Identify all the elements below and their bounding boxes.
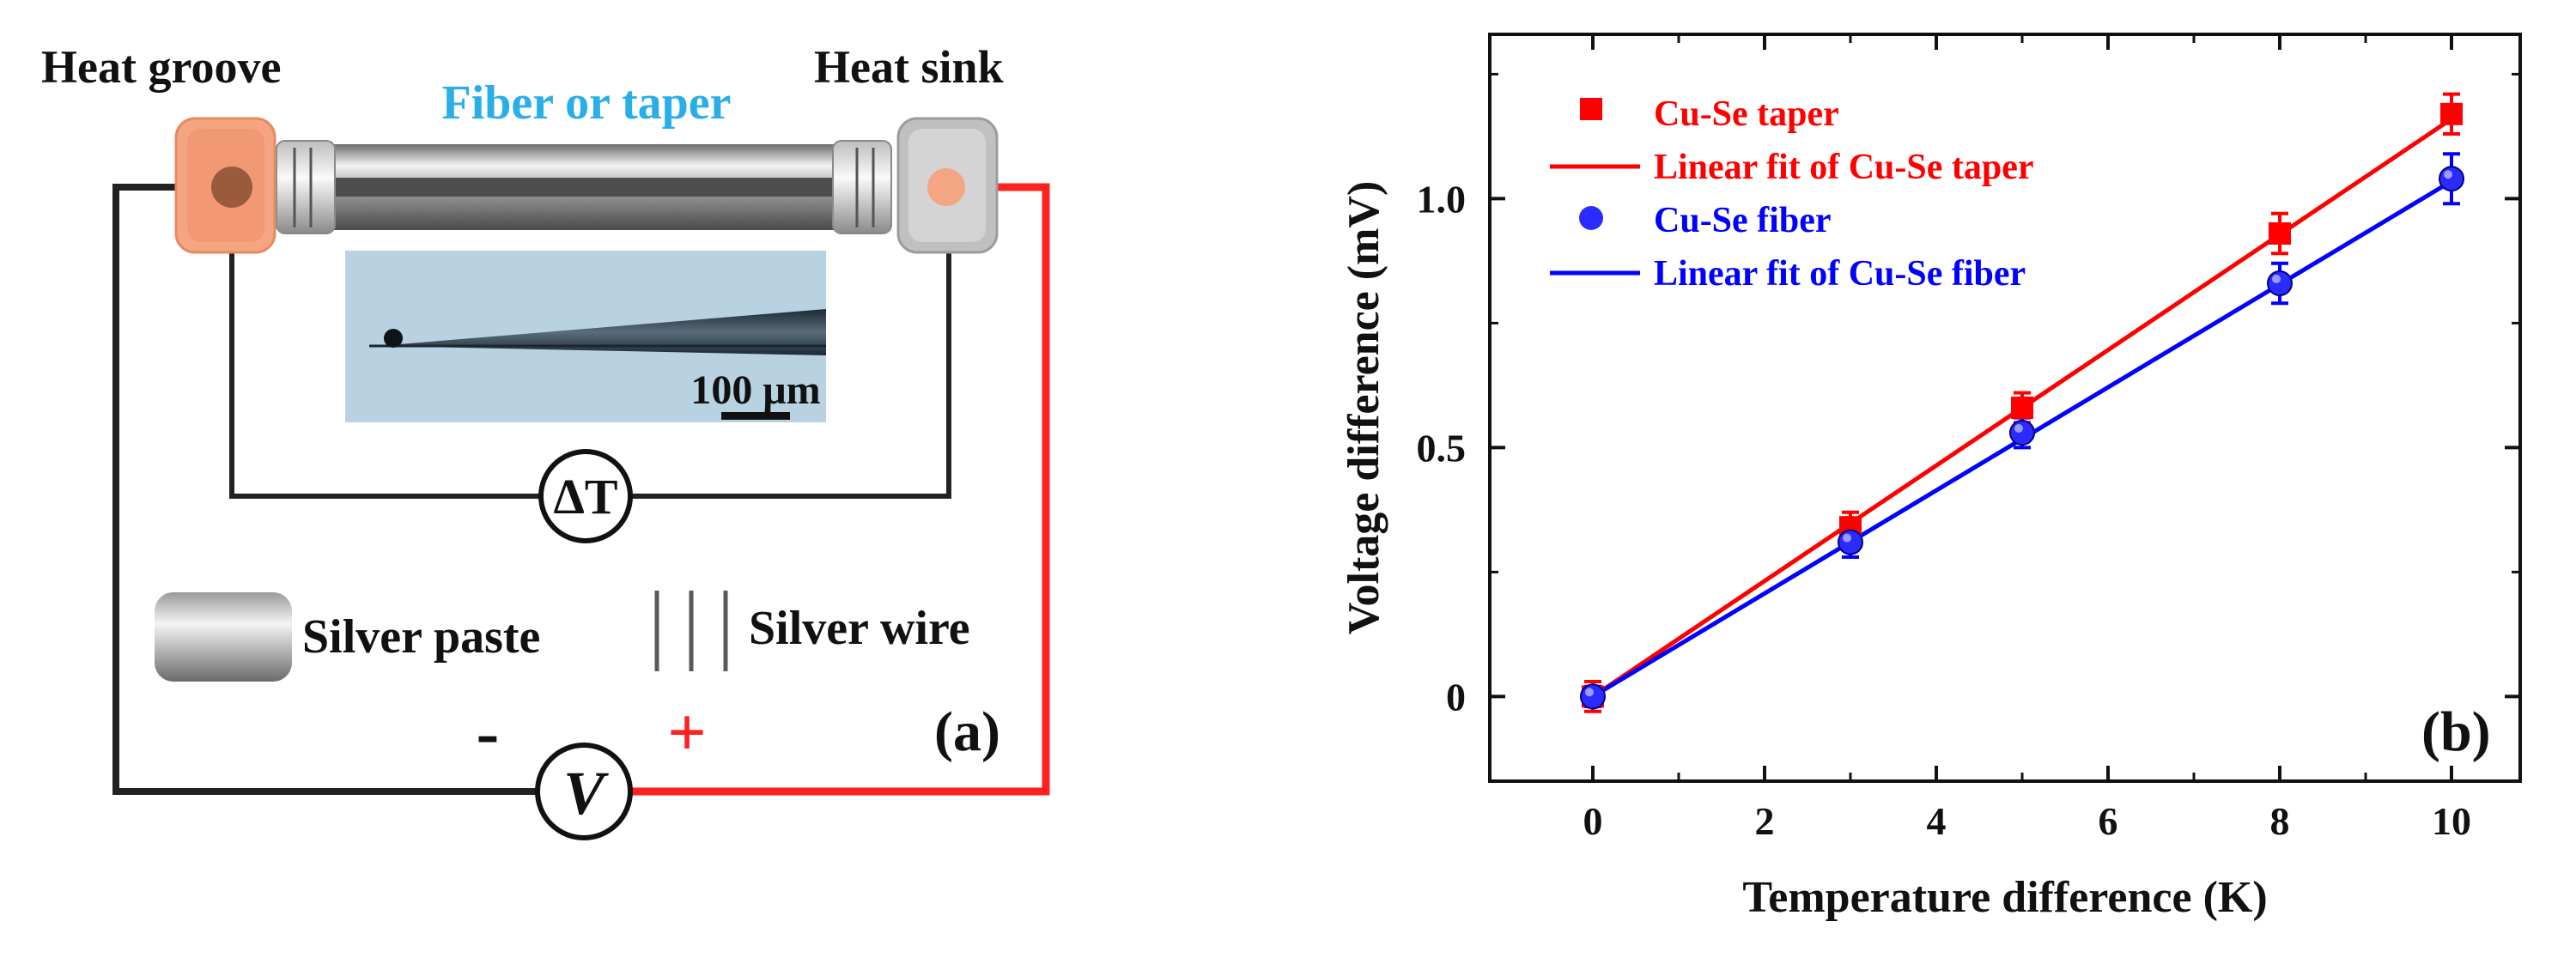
x-tick-label: 10 (2432, 799, 2471, 843)
panel-a-schematic: Heat groove Heat sink Fiber or taper 100… (41, 41, 1050, 840)
heat-sink-label: Heat sink (814, 41, 1004, 93)
data-point-taper (2269, 222, 2291, 245)
legend-marker-taper (1580, 98, 1602, 120)
silver-paste-swatch (155, 592, 292, 682)
legend-marker-fiber (1579, 206, 1603, 230)
thermocouple-wire (630, 187, 951, 499)
tube-plug-right (832, 140, 892, 234)
y-tick-label: 0 (1446, 675, 1466, 718)
heat-groove-contact (211, 167, 252, 208)
taper-tip (378, 309, 826, 355)
panel-b-label: (b) (2421, 700, 2491, 763)
data-point-fiber (2439, 166, 2464, 192)
legend-label-taper-fit: Linear fit of Cu-Se taper (1654, 148, 2034, 187)
legend: Cu-Se taper Linear fit of Cu-Se taper Cu… (1550, 94, 2034, 294)
data-point-fiber (2009, 420, 2035, 446)
data-markers (1580, 102, 2464, 710)
y-tick-label: 0.5 (1417, 426, 1467, 470)
data-point-highlight (2444, 170, 2452, 179)
y-tick-label: 1.0 (1417, 177, 1467, 221)
silver-paste-label: Silver paste (302, 610, 540, 664)
positive-wire (629, 183, 1050, 796)
delta-t-gauge (538, 449, 633, 543)
heat-sink-contact (927, 168, 965, 206)
data-point-highlight (1843, 533, 1851, 543)
x-tick-label: 8 (2270, 799, 2290, 843)
heat-groove-label: Heat groove (41, 41, 281, 93)
fiber-core (318, 178, 850, 197)
delta-t-label: ΔT (553, 469, 617, 524)
data-point-highlight (2014, 424, 2023, 433)
scale-bar-label: 100 μm (690, 367, 820, 413)
legend-label-fiber: Cu-Se fiber (1654, 201, 1831, 240)
x-tick-label: 2 (1755, 799, 1775, 843)
taper-bead (384, 329, 403, 348)
scale-bar (721, 412, 790, 420)
y-axis-label: Voltage difference (mV) (1340, 181, 1388, 635)
negative-wire (112, 184, 539, 795)
x-tick-label: 0 (1583, 799, 1603, 843)
tube-plug-left (276, 140, 336, 234)
data-point-highlight (1585, 688, 1594, 697)
thermocouple-wire (229, 187, 541, 499)
minus-sign: - (477, 695, 500, 771)
x-tick-label: 4 (1927, 799, 1947, 843)
data-point-fiber (2267, 270, 2293, 296)
plus-sign: + (667, 695, 707, 771)
legend-label-fiber-fit: Linear fit of Cu-Se fiber (1654, 254, 2026, 294)
x-tick-label: 6 (2099, 799, 2118, 843)
data-point-fiber (1580, 683, 1606, 710)
voltmeter-label: V (563, 759, 609, 828)
data-point-highlight (2272, 275, 2281, 283)
data-point-fiber (1838, 529, 1863, 555)
voltmeter (535, 743, 633, 840)
panel-b-chart: 0 2 4 6 8 10 0 0.5 1.0 Cu-Se taper Linear fit of… (1340, 33, 2522, 922)
x-axis-label: Temperature difference (K) (1742, 873, 2267, 922)
data-point-taper (2440, 102, 2463, 125)
tick-labels: 0 2 4 6 8 10 0 0.5 1.0 (1417, 177, 2472, 843)
tick-marks (1490, 34, 2520, 781)
plot-frame (1488, 33, 2522, 783)
silver-wire-label: Silver wire (749, 602, 970, 655)
fiber-label: Fiber or taper (442, 76, 732, 130)
legend-label-taper: Cu-Se taper (1654, 94, 1839, 134)
data-point-taper (2011, 397, 2033, 419)
panel-a-label: (a) (934, 700, 1000, 763)
